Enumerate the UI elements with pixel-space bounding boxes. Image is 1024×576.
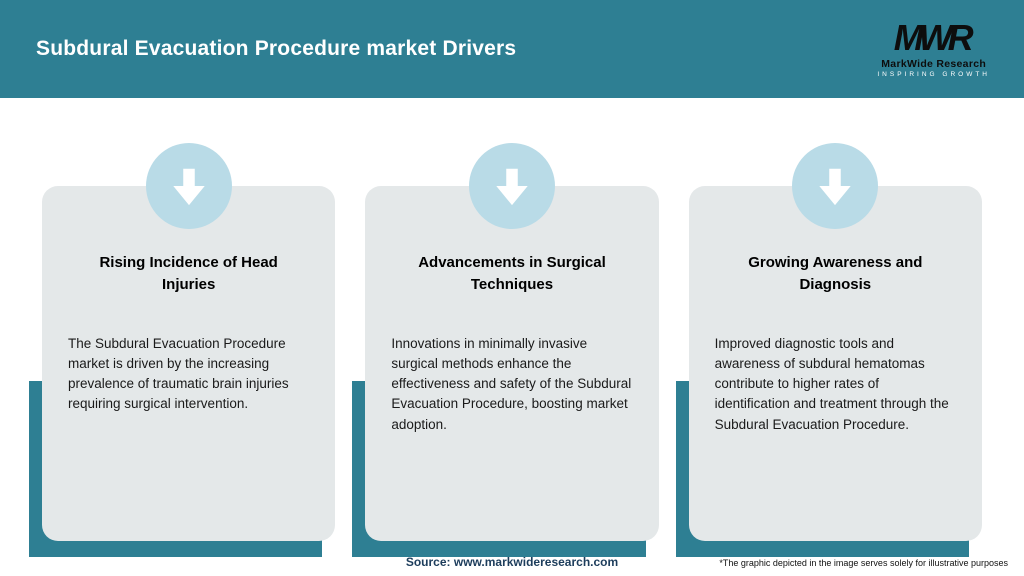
down-arrow-icon (812, 163, 858, 209)
page-title: Subdural Evacuation Procedure market Dri… (36, 37, 517, 60)
markwide-research-logo: MWR MarkWide Research Inspiring Growth (877, 16, 990, 79)
circle-badge (468, 143, 555, 229)
card-panel: Rising Incidence of Head Injuries The Su… (29, 186, 336, 557)
logo-tagline: Inspiring Growth (877, 71, 990, 78)
disclaimer-note: *The graphic depicted in the image serve… (711, 558, 1008, 568)
card-title: Growing Awareness and Diagnosis (748, 254, 923, 293)
card-panel: Advancements in Surgical Techniques Inno… (352, 186, 659, 557)
card-description: The Subdural Evacuation Procedure market… (68, 335, 289, 412)
card-content: Rising Incidence of Head Injuries The Su… (42, 186, 336, 541)
header-banner: Subdural Evacuation Procedure market Dri… (0, 0, 1024, 98)
source-attribution: Source: www.markwideresearch.com (405, 555, 619, 569)
card-content: Advancements in Surgical Techniques Inno… (365, 186, 659, 541)
logo-monogram: MWR (893, 16, 974, 58)
card-panel: Growing Awareness and Diagnosis Improved… (675, 186, 982, 557)
driver-cards-row: Rising Incidence of Head Injuries The Su… (0, 143, 1024, 557)
card-title: Advancements in Surgical Techniques (418, 254, 606, 293)
circle-badge (145, 143, 232, 229)
logo-name: MarkWide Research (881, 57, 987, 70)
card-content: Growing Awareness and Diagnosis Improved… (688, 186, 982, 541)
driver-card-3: Growing Awareness and Diagnosis Improved… (675, 143, 982, 557)
card-title: Rising Incidence of Head Injuries (99, 254, 278, 293)
circle-badge (792, 143, 879, 229)
driver-card-1: Rising Incidence of Head Injuries The Su… (29, 143, 336, 557)
down-arrow-icon (166, 163, 212, 209)
card-description: Improved diagnostic tools and awareness … (714, 335, 949, 432)
driver-card-2: Advancements in Surgical Techniques Inno… (352, 143, 659, 557)
card-description: Innovations in minimally invasive surgic… (391, 335, 632, 432)
down-arrow-icon (489, 163, 535, 209)
